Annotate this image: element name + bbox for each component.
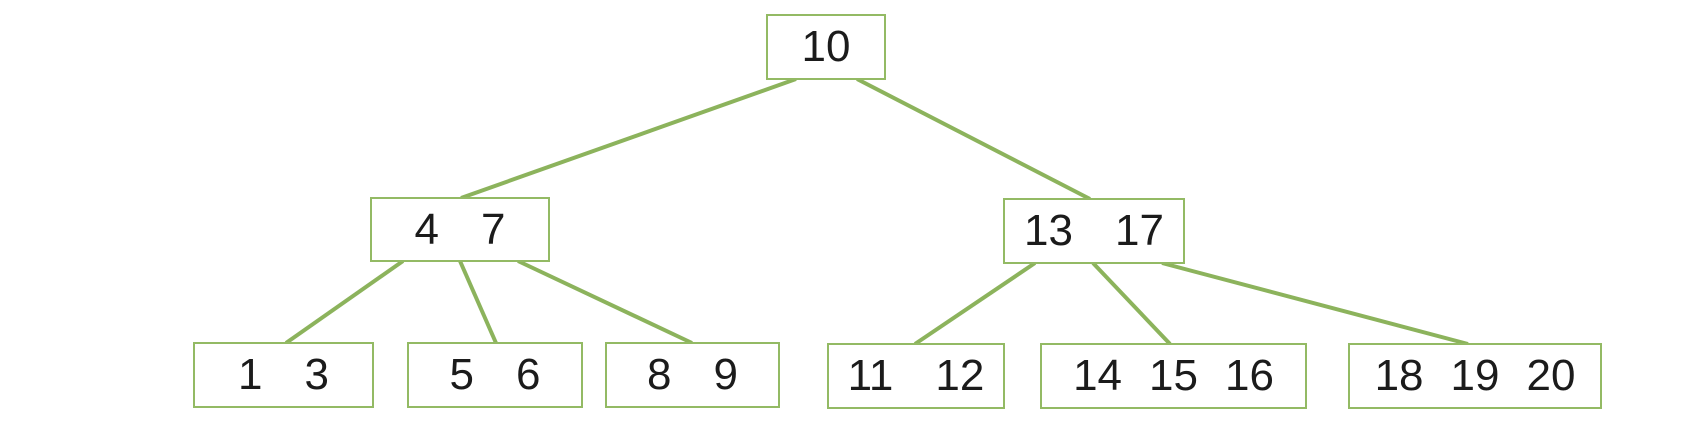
node-key: 18 xyxy=(1374,351,1424,400)
node-key: 4 xyxy=(414,204,439,254)
node-key: 12 xyxy=(935,351,985,400)
node-key: 9 xyxy=(713,350,738,399)
edge-4-7-to-8-9 xyxy=(517,259,693,345)
node-key: 5 xyxy=(449,350,474,399)
edge-13-17-to-14-15-16 xyxy=(1091,261,1172,346)
node-key: 17 xyxy=(1115,206,1164,255)
node-key: 19 xyxy=(1450,351,1500,400)
btree-node-10: 10 xyxy=(766,14,886,80)
node-key: 10 xyxy=(801,22,851,71)
btree-node-18-19-20: 18 19 20 xyxy=(1348,343,1602,409)
node-key: 11 xyxy=(847,351,894,400)
edge-13-17-to-18-19-20 xyxy=(1161,261,1469,346)
node-key: 8 xyxy=(647,350,672,399)
node-key: 3 xyxy=(304,350,329,399)
edge-4-7-to-1-3 xyxy=(284,259,405,345)
edge-10-to-4-7 xyxy=(460,77,797,200)
btree-node-13-17: 13 17 xyxy=(1003,198,1185,264)
edge-4-7-to-5-6 xyxy=(458,260,498,344)
node-key: 13 xyxy=(1024,206,1073,255)
node-key: 20 xyxy=(1526,351,1576,400)
edge-13-17-to-11-12 xyxy=(913,261,1037,346)
node-key: 15 xyxy=(1149,351,1198,400)
node-key: 6 xyxy=(516,350,541,399)
btree-node-8-9: 8 9 xyxy=(605,342,780,408)
btree-node-14-15-16: 14 15 16 xyxy=(1040,343,1307,409)
node-key: 7 xyxy=(481,204,506,254)
btree-node-5-6: 5 6 xyxy=(407,342,583,408)
btree-node-4-7: 4 7 xyxy=(370,197,550,262)
node-key: 14 xyxy=(1073,351,1123,400)
node-key: 1 xyxy=(238,350,263,399)
node-key: 16 xyxy=(1224,351,1274,400)
btree-node-1-3: 1 3 xyxy=(193,342,374,408)
btree-node-11-12: 11 12 xyxy=(827,343,1005,409)
edge-10-to-13-17 xyxy=(856,77,1091,201)
